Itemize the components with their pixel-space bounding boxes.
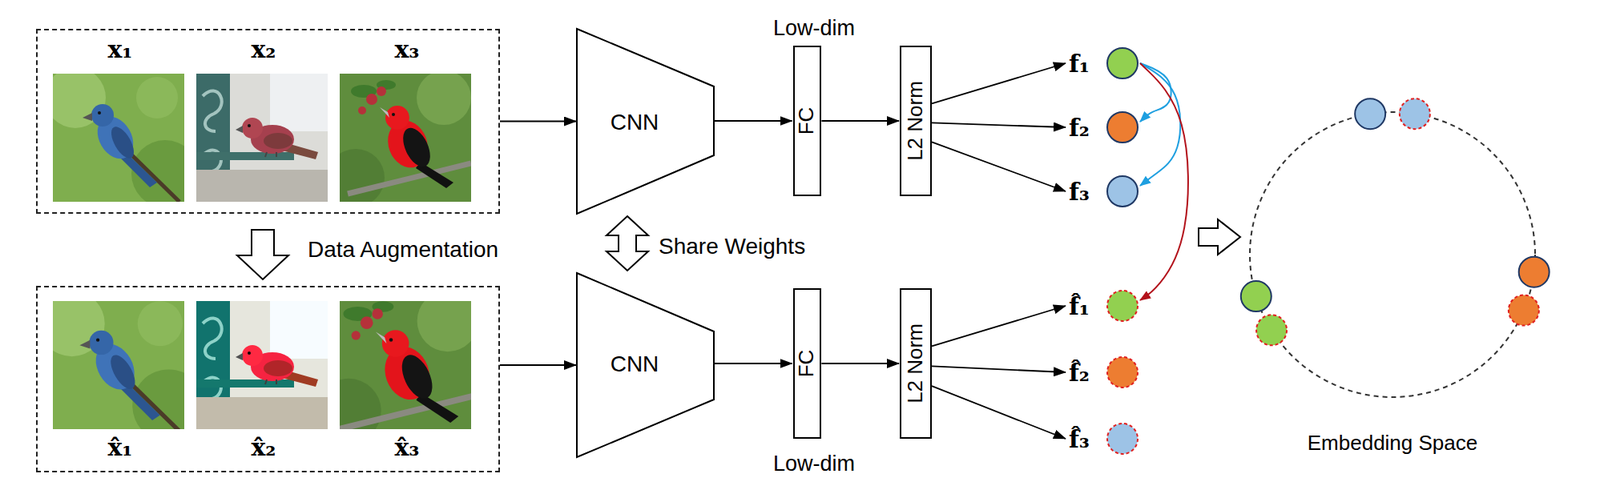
augmented-bird-photo [316,290,479,444]
dimension-note: Low-dim [773,16,855,41]
embedding-dot [1107,48,1138,79]
image-label: x₂ [250,36,276,65]
embedding-dot [1107,423,1138,455]
feature-label: f₃ [1068,176,1090,208]
l2-norm-box: L2 Norm [899,288,932,440]
layer-name: FC [795,107,820,136]
bird-photo [326,70,472,207]
embedding-dot [1107,112,1138,143]
embedding-dot [1107,176,1138,207]
flow-arrow [499,364,577,367]
feature-label: f₁ [1068,48,1090,80]
feature-node: f̂₃ [1068,422,1140,456]
flow-arrow [931,122,1066,128]
feature-label: f₂ [1068,112,1090,144]
embedding-dot [1241,281,1272,312]
layer-name: FC [795,350,820,379]
l2-norm-box: L2 Norm [899,45,932,197]
feature-circle [1105,46,1140,81]
image-label: x̂₃ [394,434,420,463]
image-label: x₁ [107,36,133,65]
image-label: x̂₂ [250,434,276,463]
image-label: x₃ [394,36,420,65]
augmented-batch-panel: x̂₁ x̂₂ x̂₃ [36,286,500,473]
dimension-note: Low-dim [773,451,855,477]
relation-arrow [1140,63,1189,301]
embedding-circle [1249,112,1536,398]
feature-node: f₁ [1068,46,1140,81]
bird-photo [44,67,199,208]
relation-arrow [1140,63,1181,186]
cnn-trapezoid-shape [576,28,714,214]
feature-circle [1105,174,1140,209]
feature-circle [1105,110,1140,145]
feature-label: f̂₁ [1068,290,1090,323]
feature-circle [1105,289,1140,323]
embedding-dot [1508,295,1540,327]
layer-name: L2 Norm [903,323,928,404]
feature-label: f̂₃ [1068,423,1090,456]
feature-circle [1105,422,1140,456]
flow-arrow [499,120,577,123]
layer-name: CNN [610,109,660,136]
bird-photo [196,73,328,202]
flow-arrow [821,362,899,365]
cnn-trapezoid: CNN [576,28,714,214]
augmentation-label: Data Augmentation [306,237,500,263]
embedding-space-ring: Embedding Space [1233,94,1552,472]
embedding-dot [1107,357,1138,388]
embedding-dot [1256,314,1287,346]
block-arrow [237,229,289,280]
block-arrow [1198,219,1241,255]
image-batch-panel: x₁ x₂ x₃ [36,28,500,214]
layer-name: CNN [610,351,660,378]
block-arrow [606,216,649,271]
fc-layer-box: FC [793,45,823,197]
feature-node: f̂₂ [1068,355,1140,390]
layer-name: L2 Norm [903,80,928,162]
flow-arrow [713,120,793,122]
embedding-dot [1107,290,1138,322]
feature-node: f₂ [1068,110,1140,145]
augmented-bird-photo [39,290,206,443]
embedding-dot [1399,98,1431,129]
flow-arrow [713,362,793,365]
embedding-dot [1519,257,1550,288]
cnn-trapezoid: CNN [576,273,714,458]
feature-node: f̂₁ [1068,289,1140,323]
feature-label: f̂₂ [1068,357,1090,389]
image-label: x̂₁ [107,434,133,463]
fc-layer-box: FC [793,288,823,440]
ring-caption: Embedding Space [1307,431,1478,456]
embedding-dot [1354,98,1386,129]
flow-arrow [821,120,899,122]
share-weights-label: Share Weights [658,233,806,260]
embedding-ring [1233,94,1552,472]
flow-arrow [931,63,1066,104]
cnn-trapezoid-shape [576,273,714,458]
flow-arrow [931,386,1066,440]
flow-arrow [931,366,1066,373]
feature-node: f₃ [1068,174,1140,209]
flow-arrow [931,306,1066,347]
augmented-bird-photo [196,301,328,430]
flow-arrow [931,141,1066,192]
feature-circle [1105,355,1140,390]
